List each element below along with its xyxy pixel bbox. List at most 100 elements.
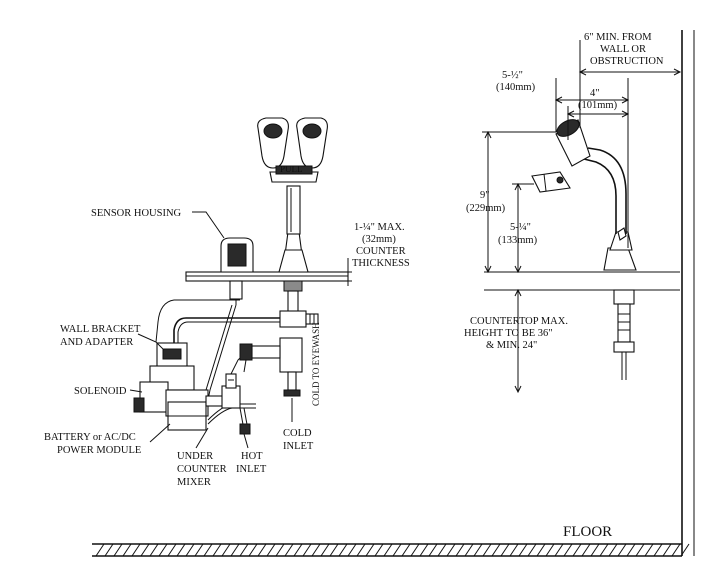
dim-text-counter-mm: (32mm) — [362, 234, 396, 245]
floor-hatch-mark — [653, 543, 663, 557]
floor-hatch-mark — [347, 543, 357, 557]
floor-hatch-mark — [419, 543, 429, 557]
dim-height-9 — [482, 130, 556, 274]
under-counter-shanks — [229, 280, 303, 314]
floor-hatch-mark — [338, 543, 348, 557]
eyewash-faucet-side — [531, 119, 637, 271]
floor-hatch-mark — [212, 543, 222, 557]
floor-hatch-mark — [320, 543, 330, 557]
floor-hatch-mark — [392, 543, 402, 557]
countertop-right — [484, 271, 680, 291]
label-floor: FLOOR — [563, 524, 612, 540]
dim-text-4: 4" — [590, 88, 600, 99]
floor-hatch-mark — [374, 543, 384, 557]
floor-hatch-mark — [572, 543, 582, 557]
dim-text-countertop-max: COUNTERTOP MAX. — [470, 316, 568, 327]
floor-hatch-mark — [608, 543, 618, 557]
floor-hatch-mark — [248, 543, 258, 557]
dim-text-counter: COUNTER — [356, 246, 406, 257]
floor-hatch-mark — [194, 543, 204, 557]
label-hot: HOT — [241, 451, 263, 462]
floor-hatch-mark — [671, 543, 681, 557]
floor-hatch-mark — [401, 543, 411, 557]
floor-hatch-mark — [590, 543, 600, 557]
dim-countertop-height — [514, 288, 522, 394]
dim-text-9: 9" — [480, 190, 490, 201]
floor-hatch-mark — [293, 543, 303, 557]
dim-text-counter-max: 1-¼" MAX. — [354, 222, 405, 233]
floor-hatch-mark — [446, 543, 456, 557]
supply-tee — [279, 310, 319, 328]
label-mixer: MIXER — [177, 477, 211, 488]
floor-hatch-mark — [662, 543, 672, 557]
label-solenoid: SOLENOID — [74, 386, 127, 397]
floor-hatch-mark — [437, 543, 447, 557]
floor-hatch-mark — [95, 543, 105, 557]
label-cold-to-eyewash: COLD TO EYEWASH — [311, 322, 321, 406]
floor-hatch-mark — [140, 543, 150, 557]
dim-text-229mm: (229mm) — [466, 203, 506, 214]
floor-hatch-mark — [518, 543, 528, 557]
floor-hatch-mark — [311, 543, 321, 557]
dim-text-101mm: (101mm) — [578, 100, 618, 111]
dim-wall-clearance — [578, 40, 682, 128]
floor-hatch-mark — [239, 543, 249, 557]
label-pull: PULL — [280, 164, 303, 174]
floor-line — [92, 543, 690, 557]
label-cold-inlet: INLET — [283, 441, 314, 452]
hot-inlet-hose — [239, 407, 251, 435]
dim-text-140mm: (140mm) — [496, 82, 536, 93]
label-counter: COUNTER — [177, 464, 227, 475]
label-power-module: POWER MODULE — [57, 445, 141, 456]
dim-text-obstruction: OBSTRUCTION — [590, 56, 664, 67]
floor-hatch-mark — [131, 543, 141, 557]
floor-hatch-mark — [455, 543, 465, 557]
floor-hatch-mark — [257, 543, 267, 557]
eyewash-valve — [239, 337, 303, 397]
floor-hatch-mark — [500, 543, 510, 557]
floor-hatch-mark — [167, 543, 177, 557]
leader-lines — [129, 211, 293, 449]
floor-hatch-mark — [203, 543, 213, 557]
floor-hatch-mark — [221, 543, 231, 557]
floor-hatch-mark — [230, 543, 240, 557]
floor-hatch-mark — [410, 543, 420, 557]
floor-hatch-mark — [581, 543, 591, 557]
dim-reach — [554, 78, 630, 248]
floor-hatch-mark — [122, 543, 132, 557]
floor-hatch-mark — [428, 543, 438, 557]
label-sensor-housing: SENSOR HOUSING — [91, 208, 182, 219]
floor-hatch-mark — [275, 543, 285, 557]
floor-hatch-mark — [554, 543, 564, 557]
floor-hatch-mark — [356, 543, 366, 557]
floor-hatch-mark — [302, 543, 312, 557]
floor-hatch-mark — [383, 543, 393, 557]
floor-hatch-mark — [149, 543, 159, 557]
wall-line — [681, 30, 695, 556]
label-cold: COLD — [283, 428, 312, 439]
floor-hatch-mark — [482, 543, 492, 557]
floor-hatch-mark — [266, 543, 276, 557]
floor-hatch-mark — [473, 543, 483, 557]
floor-hatch-mark — [176, 543, 186, 557]
floor-hatch-mark — [527, 543, 537, 557]
floor-hatch-mark — [329, 543, 339, 557]
dim-text-height-36: HEIGHT TO BE 36" — [464, 328, 553, 339]
floor-hatch-mark — [626, 543, 636, 557]
floor-hatch-mark — [617, 543, 627, 557]
label-wall-bracket: WALL BRACKET — [60, 324, 141, 335]
component-labels: SENSOR HOUSING WALL BRACKET AND ADAPTER … — [44, 164, 612, 540]
countertop-left — [185, 271, 349, 282]
floor-hatch-mark — [545, 543, 555, 557]
floor-hatch-mark — [365, 543, 375, 557]
floor-hatch-mark — [635, 543, 645, 557]
dim-text-wall-or: WALL OR — [600, 44, 646, 55]
floor-hatch-mark — [491, 543, 501, 557]
solenoid-assembly — [133, 342, 225, 431]
dim-text-133mm: (133mm) — [498, 235, 538, 246]
label-battery: BATTERY or AC/DC — [44, 432, 136, 443]
sensor-housing — [219, 237, 256, 273]
floor-hatch-mark — [563, 543, 573, 557]
